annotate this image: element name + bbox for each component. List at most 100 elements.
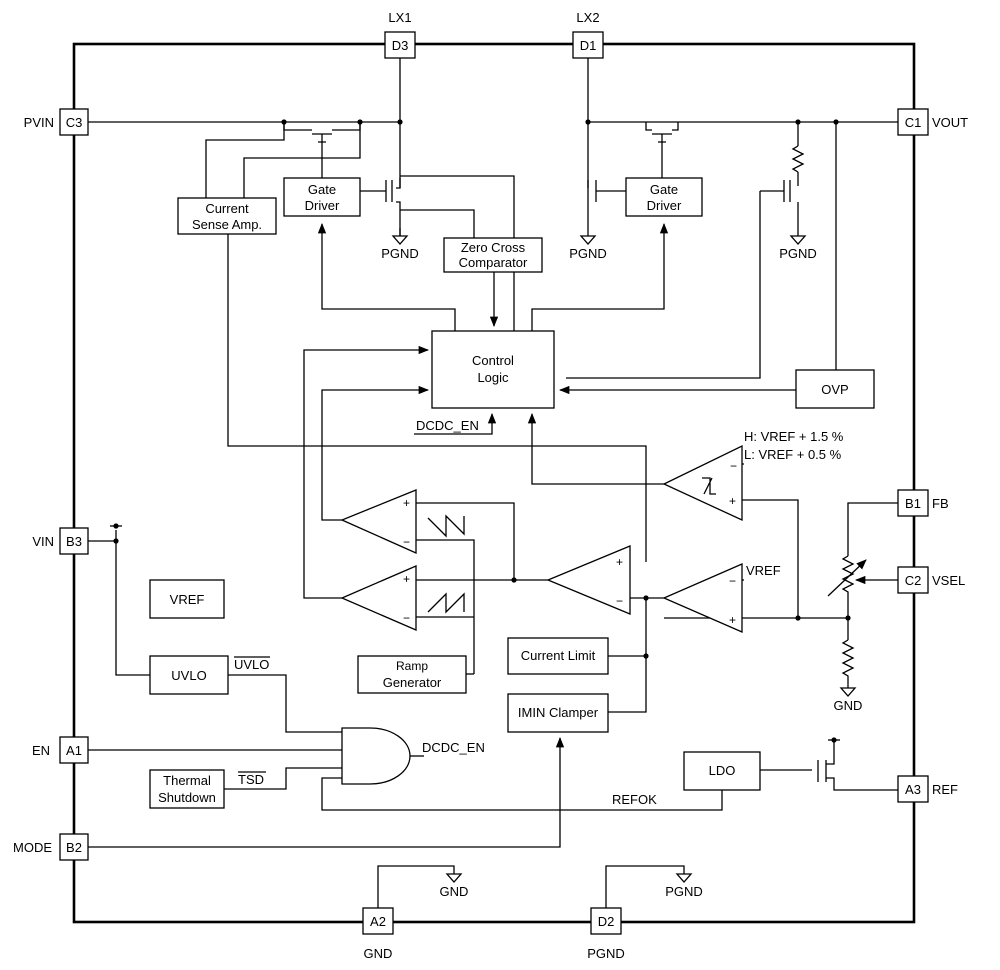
svg-text:MODE: MODE [13, 840, 52, 855]
svg-text:+: + [616, 555, 623, 569]
svg-text:VSEL: VSEL [932, 573, 965, 588]
pwm-comparator-upper: + − [340, 489, 417, 555]
pin-lx2: D1 LX2 [572, 10, 604, 59]
svg-text:Driver: Driver [647, 198, 682, 213]
ic-border [72, 42, 916, 924]
svg-text:B1: B1 [905, 496, 921, 511]
svg-text:Zero Cross: Zero Cross [461, 240, 526, 255]
uvlo-block: UVLO [149, 655, 229, 695]
svg-text:D1: D1 [580, 38, 597, 53]
svg-text:−: − [729, 574, 736, 588]
svg-text:PVIN: PVIN [24, 115, 54, 130]
current-sense-amp-block: Current Sense Amp. [177, 197, 277, 235]
svg-text:+: + [403, 572, 410, 586]
svg-text:Generator: Generator [383, 675, 442, 690]
svg-text:REFOK: REFOK [612, 792, 657, 807]
svg-text:Comparator: Comparator [459, 255, 528, 270]
thermal-shutdown-block: Thermal Shutdown [149, 769, 225, 809]
svg-text:Sense Amp.: Sense Amp. [192, 217, 262, 232]
svg-text:−: − [730, 459, 737, 473]
svg-text:C3: C3 [66, 115, 83, 130]
svg-text:VOUT: VOUT [932, 115, 968, 130]
svg-text:C2: C2 [905, 573, 922, 588]
svg-text:D3: D3 [392, 38, 409, 53]
ground-symbols [391, 235, 857, 883]
svg-text:UVLO: UVLO [234, 657, 269, 672]
pin-vsel: C2 VSEL [897, 566, 965, 594]
svg-text:+: + [729, 613, 736, 627]
svg-text:GND: GND [364, 946, 393, 961]
ovp-block: OVP [795, 369, 875, 409]
svg-text:Thermal: Thermal [163, 773, 211, 788]
svg-text:Logic: Logic [477, 370, 509, 385]
svg-text:−: − [403, 535, 410, 549]
svg-text:PGND: PGND [779, 246, 817, 261]
svg-text:DCDC_EN: DCDC_EN [422, 740, 485, 755]
svg-text:L: VREF + 0.5 %: L: VREF + 0.5 % [744, 447, 842, 462]
pin-vout: C1 VOUT [897, 108, 968, 136]
svg-text:H: VREF + 1.5 %: H: VREF + 1.5 % [744, 429, 844, 444]
svg-text:Driver: Driver [305, 198, 340, 213]
wires [88, 58, 898, 908]
zero-cross-comparator-block: Zero Cross Comparator [443, 237, 543, 273]
pin-mode: B2 MODE [13, 833, 89, 861]
ramp-waveforms [427, 514, 465, 614]
svg-text:Ramp: Ramp [396, 659, 428, 673]
svg-text:A2: A2 [370, 914, 386, 929]
svg-text:VREF: VREF [170, 592, 205, 607]
pwm-comparator-lower: + − [340, 565, 417, 631]
svg-text:FB: FB [932, 496, 949, 511]
pin-vin: B3 VIN [32, 527, 89, 555]
svg-text:−: − [616, 594, 623, 608]
svg-text:Control: Control [472, 353, 514, 368]
svg-text:LDO: LDO [709, 763, 736, 778]
pin-pgnd: D2 PGND [587, 907, 625, 961]
svg-text:B2: B2 [66, 840, 82, 855]
and-gate [341, 727, 424, 785]
svg-text:VREF: VREF [746, 563, 781, 578]
svg-text:A3: A3 [905, 782, 921, 797]
svg-text:PGND: PGND [665, 884, 703, 899]
svg-text:Gate: Gate [650, 182, 678, 197]
svg-text:OVP: OVP [821, 382, 848, 397]
svg-text:Current: Current [205, 201, 249, 216]
svg-text:D2: D2 [598, 914, 615, 929]
hysteresis-comparator: − + [662, 444, 743, 522]
ldo-block: LDO [683, 751, 761, 791]
svg-text:PGND: PGND [587, 946, 625, 961]
pin-lx1: D3 LX1 [384, 10, 416, 59]
svg-text:PGND: PGND [381, 246, 419, 261]
svg-text:IMIN Clamper: IMIN Clamper [518, 705, 599, 720]
pin-fb: B1 FB [897, 489, 949, 517]
gate-driver-2-block: Gate Driver [625, 177, 703, 217]
svg-text:Gate: Gate [308, 182, 336, 197]
junction-dots [113, 119, 851, 743]
ramp-generator-block: Ramp Generator [357, 655, 467, 694]
svg-text:C1: C1 [905, 115, 922, 130]
svg-text:Shutdown: Shutdown [158, 790, 216, 805]
pin-pvin: C3 PVIN [24, 108, 89, 136]
svg-text:+: + [403, 496, 410, 510]
svg-text:VIN: VIN [32, 534, 54, 549]
svg-text:B3: B3 [66, 534, 82, 549]
svg-text:Current Limit: Current Limit [521, 648, 596, 663]
svg-text:UVLO: UVLO [171, 668, 206, 683]
pin-gnd: A2 GND [362, 907, 394, 961]
error-amplifier: − + [662, 563, 743, 633]
gate-driver-1-block: Gate Driver [283, 177, 361, 217]
middle-amplifier: + − [546, 545, 631, 615]
svg-text:GND: GND [440, 884, 469, 899]
pin-ref: A3 REF [897, 775, 958, 803]
svg-text:GND: GND [834, 698, 863, 713]
control-logic-block: Control Logic [431, 330, 555, 409]
svg-text:TSD: TSD [238, 772, 264, 787]
svg-text:REF: REF [932, 782, 958, 797]
pin-en: A1 EN [32, 736, 89, 764]
svg-text:−: − [403, 611, 410, 625]
current-limit-block: Current Limit [507, 637, 609, 675]
svg-text:+: + [729, 494, 736, 508]
svg-text:LX2: LX2 [576, 10, 599, 25]
svg-text:LX1: LX1 [388, 10, 411, 25]
net-labels: PGND PGND PGND GND GND PGND DCDC_EN DCDC… [234, 246, 862, 899]
